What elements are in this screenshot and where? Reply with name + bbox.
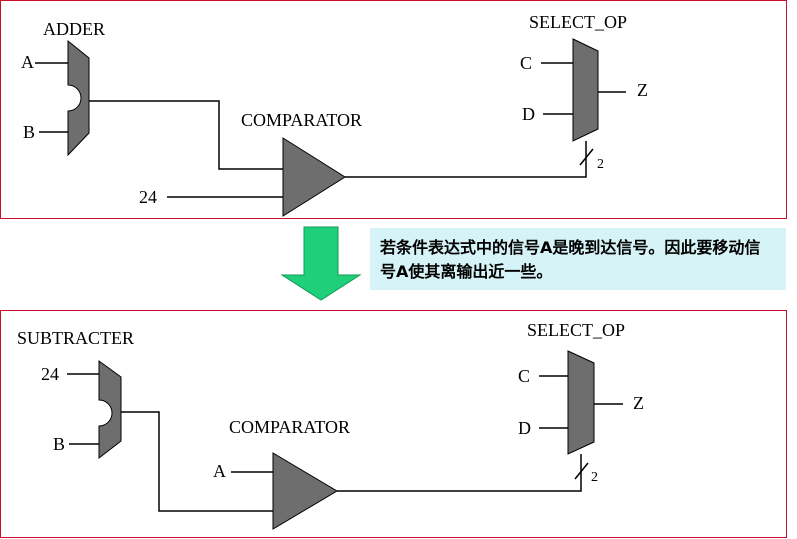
const-24-label: 24 [139, 187, 157, 207]
wire-comparator-to-select [345, 141, 587, 178]
input-c-bottom-label: C [518, 366, 530, 386]
input-a-bottom-label: A [213, 461, 226, 481]
bus-slash-bottom [574, 462, 589, 480]
bottom-diagram-svg: SUBTRACTER 24 B COMPARATOR A 2 SELECT_OP… [17, 320, 644, 530]
explanation-note: 若条件表达式中的信号A是晚到达信号。因此要移动信号A使其离输出近一些。 [370, 228, 786, 290]
bus-width-bottom-label: 2 [591, 470, 598, 485]
output-z-bottom-label: Z [633, 393, 644, 413]
adder-label: ADDER [43, 19, 105, 39]
adder-block [67, 39, 90, 157]
select-op-bottom-block [567, 350, 595, 455]
comparator-bottom-label: COMPARATOR [229, 417, 350, 437]
top-diagram-panel: ADDER A B COMPARATOR 24 2 SELECT_OP C D … [0, 0, 787, 219]
select-op-bottom-label: SELECT_OP [527, 320, 625, 340]
comparator-label: COMPARATOR [241, 110, 362, 130]
input-b-bottom-label: B [53, 434, 65, 454]
top-diagram-svg: ADDER A B COMPARATOR 24 2 SELECT_OP C D … [21, 12, 648, 217]
wire-adder-to-comparator [89, 100, 283, 170]
bus-slash [579, 148, 594, 166]
select-op-block [572, 38, 599, 142]
input-d-bottom-label: D [518, 418, 531, 438]
wire-sub-to-comparator [121, 411, 273, 512]
const-24-bottom-label: 24 [41, 364, 59, 384]
input-a-label: A [21, 52, 34, 72]
wire-comparator-to-select-bottom [337, 454, 582, 492]
output-z-label: Z [637, 80, 648, 100]
down-arrow-icon [280, 226, 362, 301]
input-d-label: D [522, 104, 535, 124]
comparator-bottom-triangle [272, 452, 338, 530]
input-b-label: B [23, 122, 35, 142]
subtracter-label: SUBTRACTER [17, 328, 134, 348]
select-op-label: SELECT_OP [529, 12, 627, 32]
bottom-diagram-panel: SUBTRACTER 24 B COMPARATOR A 2 SELECT_OP… [0, 310, 787, 538]
subtracter-block [98, 360, 122, 460]
comparator-triangle [282, 137, 346, 217]
input-c-label: C [520, 53, 532, 73]
bus-width-label: 2 [597, 157, 604, 172]
